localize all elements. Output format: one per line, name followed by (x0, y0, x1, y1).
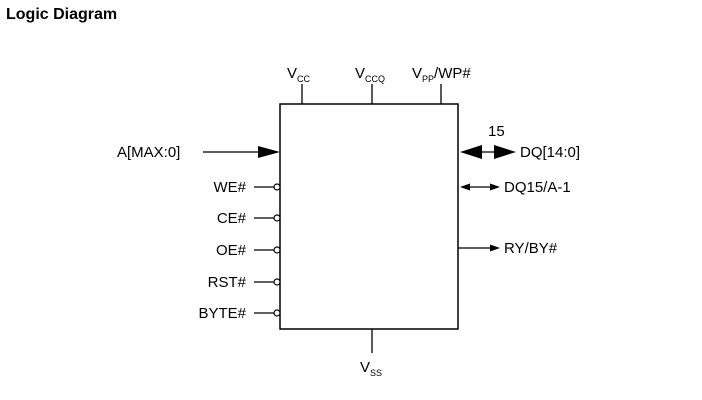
ready-label: RY/BY# (504, 240, 558, 257)
address-label: A[MAX:0] (117, 144, 180, 161)
oe-label: OE# (216, 242, 247, 259)
dq-bus-arrow-right (494, 145, 516, 159)
chip-body (279, 103, 459, 330)
we-label: WE# (213, 179, 246, 196)
ce-label: CE# (217, 210, 247, 227)
dq-bus-label: DQ[14:0] (520, 144, 580, 161)
we-bubble (273, 183, 281, 191)
rst-label: RST# (208, 274, 247, 291)
dq15-label: DQ15/A-1 (504, 179, 571, 196)
dq-bus-width-label: 15 (488, 123, 505, 140)
vpp-label: VPP/WP# (412, 65, 471, 84)
control-rst: RST# (208, 274, 281, 291)
control-byte: BYTE# (198, 305, 281, 322)
byte-bubble (273, 309, 281, 317)
diagram-title: Logic Diagram (6, 6, 118, 23)
dq-bus-arrow-left (460, 145, 482, 159)
ce-bubble (273, 214, 281, 222)
control-oe: OE# (216, 242, 281, 259)
oe-bubble (273, 246, 281, 254)
rst-bubble (273, 278, 281, 286)
vcc-label: VCC (287, 65, 311, 84)
dq15-arrow-left (460, 183, 470, 191)
vss-label: VSS (360, 359, 382, 378)
control-ce: CE# (217, 210, 281, 227)
vccq-label: VCCQ (355, 65, 385, 84)
address-arrow (258, 146, 280, 158)
dq15-arrow-right (490, 183, 500, 191)
control-we: WE# (213, 179, 281, 196)
byte-label: BYTE# (198, 305, 246, 322)
ready-arrow (490, 244, 500, 252)
